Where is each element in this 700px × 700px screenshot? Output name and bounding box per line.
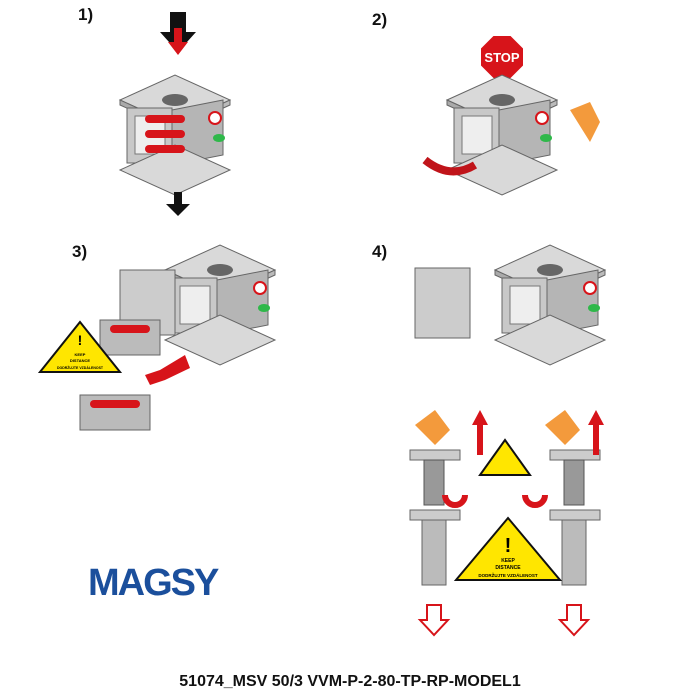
magsy-logo: MAGSY — [88, 562, 221, 604]
warning-sign-icon: ! KEEP DISTANCE DODRŽUJTE VZDÁLENOST — [37, 320, 123, 373]
svg-text:!: ! — [505, 535, 512, 557]
caption: 51074_MSV 50/3 VVM-P-2-80-TP-RP-MODEL1 — [179, 673, 521, 690]
step-2-machine — [446, 74, 558, 196]
warning-text-1: KEEP — [75, 352, 86, 357]
hand-icon — [570, 102, 600, 142]
warning-text-2: DISTANCE — [70, 358, 90, 363]
magnet-rods — [145, 115, 185, 153]
logo-text: MAGSY — [88, 562, 219, 604]
step-1-machine — [119, 74, 231, 196]
step-3-machine — [164, 244, 276, 366]
step-2-label: 2) — [372, 10, 387, 29]
step-3-label: 3) — [72, 242, 87, 261]
up-arrow-icon — [472, 410, 488, 455]
flow-in-arrow-icon — [160, 12, 196, 55]
down-arrow-icon — [557, 604, 591, 637]
flow-out-arrow-icon — [166, 192, 190, 216]
open-door — [414, 267, 471, 339]
warning-text-3: DODRŽUJTE VZDÁLENOST — [478, 571, 538, 578]
step-4-label: 4) — [372, 242, 387, 261]
remove-arrow-icon — [145, 355, 190, 385]
warning-text-1: KEEP — [501, 558, 515, 564]
down-arrow-icon — [417, 604, 451, 637]
stop-label: STOP — [484, 50, 519, 65]
warning-text-2: DISTANCE — [495, 565, 521, 571]
warning-text-3: DODRŽUJTE VZDÁLENOST — [57, 365, 104, 370]
magnet-insert — [79, 319, 161, 431]
step-1-label: 1) — [78, 5, 93, 24]
rotate-arrow-icon — [422, 156, 478, 176]
magnet-warning-icon — [478, 438, 532, 476]
stop-sign-icon: STOP — [479, 34, 525, 80]
warning-sign-large-icon: ! KEEP DISTANCE DODRŽUJTE VZDÁLENOST — [453, 516, 563, 581]
cleaning-detail — [409, 410, 604, 637]
svg-text:!: ! — [78, 332, 83, 348]
step-4-machine — [494, 244, 606, 366]
